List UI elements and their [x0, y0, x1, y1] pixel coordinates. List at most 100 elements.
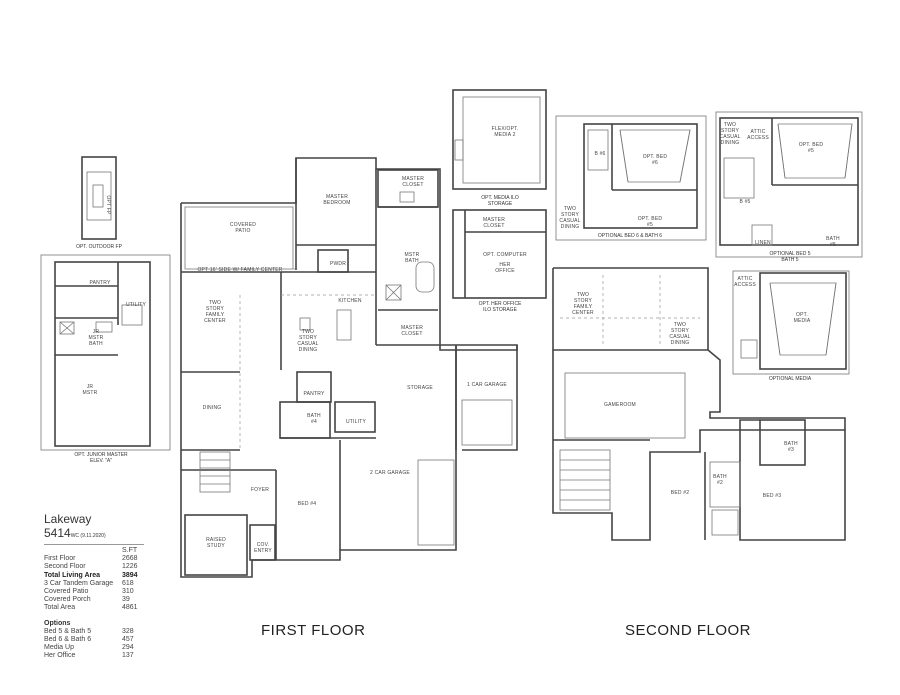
option-row: Media Up 294	[44, 644, 144, 652]
room-dining: DINING	[203, 405, 222, 411]
area-row: 3 Car Tandem Garage 618	[44, 580, 144, 588]
option-value: 457	[122, 636, 134, 644]
bed6-option: B #6 OPT. BED #6 OPT. BED #5 TWO STORY C…	[555, 115, 707, 241]
option-value: 328	[122, 627, 134, 635]
plan-model: 5414WC (9.11.2020)	[44, 526, 144, 545]
room-pantry: PANTRY	[303, 391, 324, 397]
room-two-story-l3: CASUAL	[719, 134, 740, 140]
room-master-closet-bot-l1: MASTER	[401, 325, 423, 331]
room-master-bedroom-l2: BEDROOM	[323, 200, 350, 206]
caption-bed5-1: OPTIONAL BED 5	[770, 251, 811, 257]
room-utility: UTILITY	[346, 419, 366, 425]
caption-opt-media: OPTIONAL MEDIA	[769, 376, 812, 382]
room-bath5-l2: #5	[830, 242, 836, 248]
room-jr-pantry: PANTRY	[89, 280, 110, 286]
second-floor-title: SECOND FLOOR	[625, 622, 752, 639]
room-opt-bed6-l2: #6	[652, 160, 658, 166]
room-bath5-l1: BATH	[826, 236, 840, 242]
room-2-car-garage: 2 CAR GARAGE	[370, 470, 410, 476]
room-raised-study-l1: RAISED	[206, 537, 226, 543]
room-master-closet-top-l2: CLOSET	[402, 182, 423, 188]
room-her-office-l2: OFFICE	[495, 268, 515, 274]
room-mstr-bath-l1: MSTR	[405, 252, 420, 258]
media-and-office-options: FLEX/OPT. MEDIA 2 OPT. MEDIA ILO STORAGE…	[452, 89, 547, 313]
area-label: Covered Porch	[44, 596, 91, 604]
caption-outdoor-fp: OPT. OUTDOOR FP	[76, 244, 123, 250]
caption-media-ilo-2: STORAGE	[488, 201, 513, 207]
area-value: 1226	[122, 563, 138, 571]
room-b6: B #6	[594, 151, 605, 157]
option-value: 137	[122, 652, 134, 660]
room-opt-bed5-l1: OPT. BED	[799, 142, 824, 148]
room-sf-family-l1: TWO	[577, 292, 589, 298]
room-jr-utility: UTILITY	[126, 302, 146, 308]
room-office-closet-l1: MASTER	[483, 217, 505, 223]
area-label: 3 Car Tandem Garage	[44, 579, 114, 587]
room-jr-mstr-l2: MSTR	[83, 390, 98, 396]
option-label: Bed 5 & Bath 5	[44, 627, 92, 635]
room-covered-patio-l1: COVERED	[230, 222, 256, 228]
room-linen: LINEN	[755, 240, 771, 246]
room-bath4-l1: BATH	[307, 413, 321, 419]
room-sf-family-l3: FAMILY	[574, 304, 593, 310]
room-cov-entry-l1: COV.	[257, 542, 270, 548]
room-covered-patio-l2: PATIO	[235, 228, 250, 234]
area-label: Total Living Area	[44, 571, 101, 579]
room-gameroom: GAMEROOM	[604, 402, 636, 408]
room-bed2: BED #2	[671, 490, 689, 496]
area-label: Total Area	[44, 604, 76, 612]
area-schedule: Lakeway 5414WC (9.11.2020) S.FT First Fl…	[44, 512, 144, 661]
room-opt-media-l2: MEDIA	[794, 318, 811, 324]
first-floor-title: FIRST FLOOR	[261, 622, 366, 639]
first-floor-plan: COVERED PATIO OPT 16' SIDE W/ FAMILY CEN…	[180, 157, 518, 578]
room-jr-mstr-bath-l2: MSTR	[89, 335, 104, 341]
room-flex-media-l2: MEDIA 2	[494, 132, 515, 138]
room-bed4: BED #4	[298, 501, 316, 507]
area-value: 4861	[122, 604, 138, 612]
room-foyer: FOYER	[251, 487, 269, 493]
option-label: Media Up	[44, 644, 74, 652]
option-label: Bed 6 & Bath 6	[44, 636, 92, 644]
room-two-story-l1: TWO	[724, 122, 736, 128]
area-label: Covered Patio	[44, 588, 89, 596]
room-attic-access-l2: ACCESS	[747, 135, 769, 141]
room-sf-family-l2: STORY	[574, 298, 593, 304]
room-mstr-bath-l2: BATH	[405, 258, 419, 264]
area-value: 618	[122, 579, 134, 587]
option-row: Bed 5 & Bath 5 328	[44, 628, 144, 636]
room-sf-casual-l3: CASUAL	[669, 334, 690, 340]
room-1-car-garage: 1 CAR GARAGE	[467, 382, 507, 388]
room-opt-bed5-small-l2: #5	[647, 222, 653, 228]
room-casual-dining-l1: TWO	[302, 329, 314, 335]
options-title: Options	[44, 619, 71, 627]
room-master-closet-top-l1: MASTER	[402, 176, 424, 182]
room-storage: STORAGE	[407, 385, 433, 391]
area-value: 39	[122, 596, 130, 604]
room-casual-small-l2: STORY	[561, 212, 580, 218]
area-label: First Floor	[44, 555, 76, 563]
caption-bed5-2: BATH 5	[781, 257, 798, 263]
option-value: 294	[122, 644, 134, 652]
room-bath4-l2: #4	[311, 419, 317, 425]
bed5-option: TWO STORY CASUAL DINING ATTIC ACCESS OPT…	[715, 111, 863, 263]
sqft-header: S.FT	[122, 547, 138, 554]
room-opt-media-l1: OPT.	[796, 312, 808, 318]
media-option: ATTIC ACCESS OPT. MEDIA OPTIONAL MEDIA	[732, 270, 850, 382]
room-bed3: BED #3	[763, 493, 781, 499]
room-two-story-l2: STORY	[721, 128, 740, 134]
room-sf-casual-l2: STORY	[671, 328, 690, 334]
room-opt-bed5-l2: #5	[808, 148, 814, 154]
room-opt-computer: OPT. COMPUTER	[483, 252, 527, 258]
room-sf-family-l4: CENTER	[572, 310, 594, 316]
room-cov-entry-l2: ENTRY	[254, 548, 272, 554]
caption-media-ilo-1: OPT. MEDIA ILO	[481, 195, 519, 201]
room-jr-mstr-bath-l1: JR	[93, 329, 100, 335]
room-jr-mstr-bath-l3: BATH	[89, 341, 103, 347]
area-row: Total Area 4861	[44, 604, 144, 612]
room-raised-study-l2: STUDY	[207, 543, 225, 549]
